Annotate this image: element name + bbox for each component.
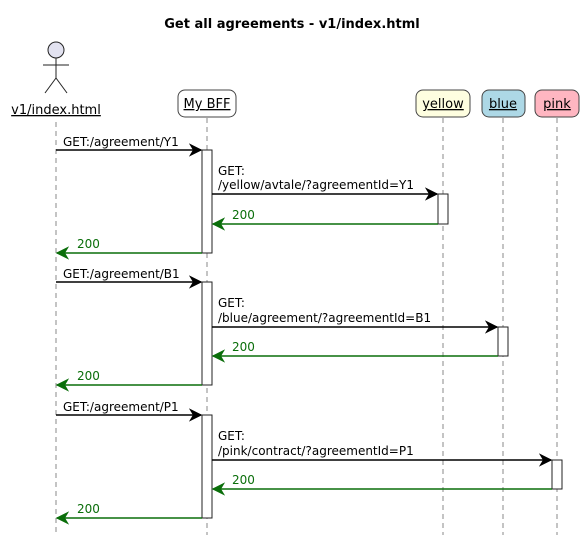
- actor-figure: [43, 41, 69, 94]
- activation-yellow: [437, 193, 449, 225]
- activation-blue: [497, 326, 509, 357]
- call-message-label: GET:/agreement/B1: [63, 267, 180, 281]
- return-label: 200: [77, 237, 100, 251]
- participant-pink-box: [534, 89, 580, 118]
- activation-bff: [201, 414, 213, 519]
- participant-pink-label: pink: [543, 97, 571, 112]
- participant-blue-box: [481, 89, 526, 118]
- activation-pink: [551, 459, 563, 490]
- downstream-return-label: 200: [232, 473, 255, 487]
- diagram-title: Get all agreements - v1/index.html: [164, 17, 419, 32]
- call-message-label: GET:/agreement/Y1: [63, 135, 179, 149]
- call-message-label: GET:/agreement/P1: [63, 400, 179, 414]
- participant-yellow-box: [415, 89, 471, 118]
- downstream-return-label: 200: [232, 208, 255, 222]
- return-label: 200: [77, 502, 100, 516]
- participant-bff-label: My BFF: [184, 97, 231, 112]
- downstream-message-path: /blue/agreement/?agreementId=B1: [218, 311, 431, 325]
- actor-label: v1/index.html: [11, 103, 101, 118]
- activation-bff: [201, 149, 213, 254]
- return-label: 200: [77, 369, 100, 383]
- activation-bff: [201, 281, 213, 386]
- downstream-message-label: GET:: [218, 429, 245, 443]
- downstream-return-label: 200: [232, 340, 255, 354]
- downstream-message-label: GET:: [218, 164, 245, 178]
- downstream-message-label: GET:: [218, 296, 245, 310]
- downstream-message-path: /pink/contract/?agreementId=P1: [218, 444, 414, 458]
- participant-bff-box: [177, 89, 237, 118]
- downstream-message-path: /yellow/avtale/?agreementId=Y1: [218, 178, 414, 192]
- participant-yellow-label: yellow: [422, 97, 464, 112]
- participant-blue-label: blue: [489, 97, 517, 112]
